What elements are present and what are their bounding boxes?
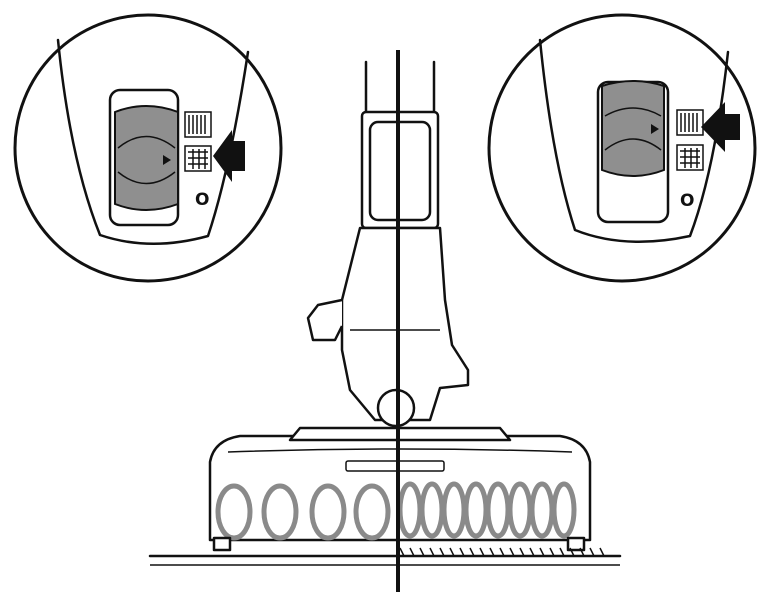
carpet-mode-icon [676,144,704,171]
power-label: O [680,191,694,211]
power-label: O [195,190,209,210]
carpet-texture [399,547,605,557]
vacuum-body [340,226,470,422]
mode-switch-slider[interactable] [114,105,179,211]
carpet-mode-icon [184,145,212,172]
arrow-pointer-icon [213,130,245,182]
mode-switch-slider[interactable] [601,80,665,177]
triangle-indicator-icon [651,124,659,134]
arrow-pointer-icon [701,102,740,152]
triangle-indicator-icon [163,155,171,165]
right-callout: O [487,13,757,283]
brush-roll [215,481,577,541]
hard-floor-mode-icon [676,109,704,136]
vacuum-cleaner [148,50,622,592]
side-handle [306,298,344,342]
left-callout: O [13,13,283,283]
hard-floor-mode-icon [184,111,212,138]
